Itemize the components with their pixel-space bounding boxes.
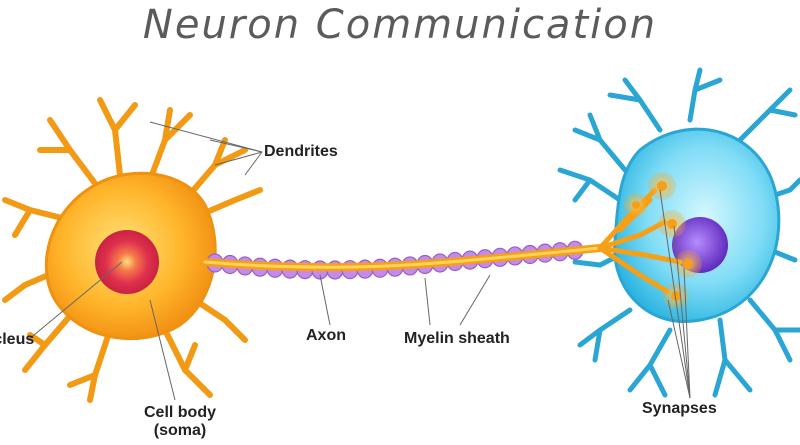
label-cell-body-line1: Cell body	[143, 404, 216, 421]
label-cell-body-line2: (soma)	[153, 422, 207, 439]
diagram-title: Neuron Communication	[142, 2, 658, 48]
label-myelin-sheath: Myelin sheath	[404, 330, 510, 347]
synapses	[624, 172, 702, 309]
label-dendrites: Dendrites	[264, 143, 338, 160]
label-nucleus: Nucleus	[0, 331, 35, 348]
nucleus	[95, 230, 159, 294]
label-synapses: Synapses	[642, 400, 717, 417]
label-axon: Axon	[306, 327, 346, 344]
receiving-neuron	[557, 67, 800, 398]
myelin-sheath	[206, 240, 584, 280]
label-cell-body: Cell body (soma)	[128, 404, 232, 440]
label-lines	[27, 121, 691, 401]
